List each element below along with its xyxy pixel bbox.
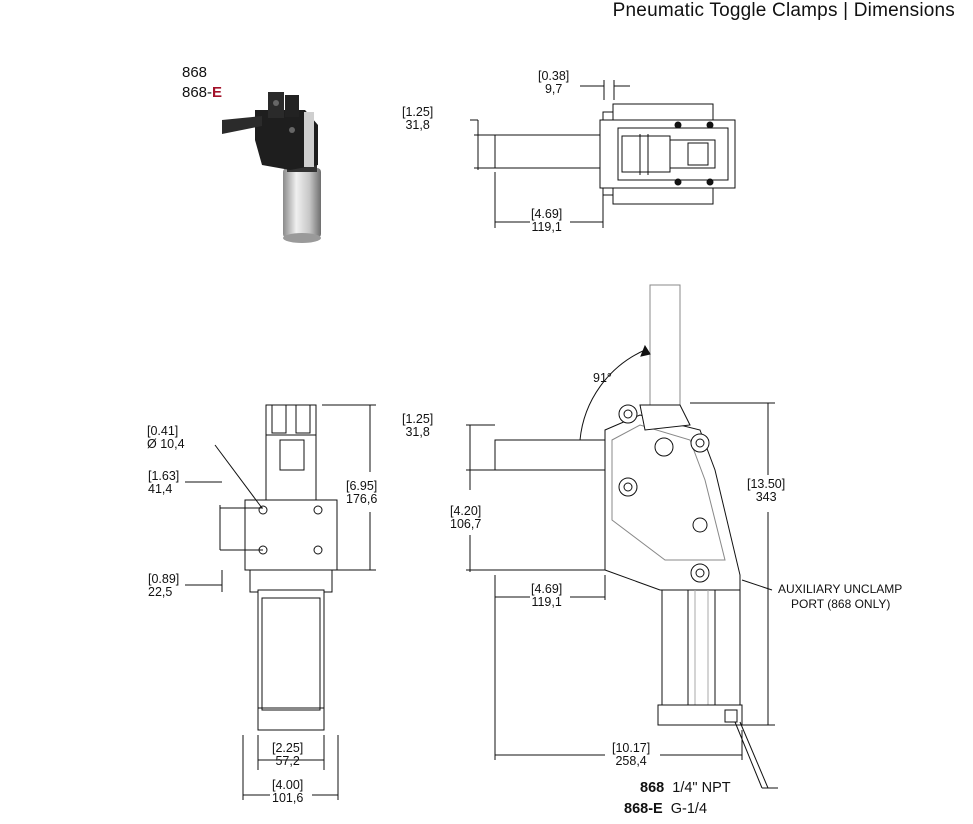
side-dim-reach: [4.69]119,1 xyxy=(531,582,563,609)
model-prefix: 868- xyxy=(182,84,213,101)
port-spec-868e: 868-E G-1/4 xyxy=(624,801,707,817)
port-model: 868-E xyxy=(624,801,663,817)
front-dim-base: [0.89]22,5 xyxy=(148,572,180,599)
side-view-drawing xyxy=(466,284,778,789)
product-photo xyxy=(222,92,321,243)
model-suffix: E xyxy=(212,84,223,101)
front-dim-inner-width: [2.25]57,2 xyxy=(272,741,304,768)
top-dim-b: [1.25]31,8 xyxy=(402,105,434,132)
model-number: 868 xyxy=(182,64,208,81)
side-dim-arm: [1.25]31,8 xyxy=(402,412,434,439)
port-thread: G-1/4 xyxy=(670,801,708,817)
side-angle: 91° xyxy=(593,371,612,385)
side-dim-arm-height: [4.20]106,7 xyxy=(450,504,482,531)
side-dim-length: [10.17]258,4 xyxy=(612,741,651,768)
page-title: Pneumatic Toggle Clamps | Dimensions xyxy=(612,0,955,21)
port-spec-868: 868 1/4" NPT xyxy=(640,780,731,796)
top-dim-c: [4.69]119,1 xyxy=(531,207,563,234)
top-view-drawing xyxy=(470,80,736,228)
front-dim-hole: [0.41]Ø 10,4 xyxy=(147,424,185,451)
port-thread: 1/4" NPT xyxy=(672,780,731,796)
front-dim-height: [6.95]176,6 xyxy=(346,479,378,506)
top-dim-a: [0.38]9,7 xyxy=(538,69,570,96)
model-number-e: 868-E xyxy=(182,84,222,101)
front-dim-hole-spacing: [1.63]41,4 xyxy=(148,469,180,496)
side-dim-overall-height: [13.50]343 xyxy=(747,477,786,504)
port-model: 868 xyxy=(640,780,665,796)
front-view-drawing xyxy=(185,404,376,800)
front-dim-outer-width: [4.00]101,6 xyxy=(272,778,304,805)
